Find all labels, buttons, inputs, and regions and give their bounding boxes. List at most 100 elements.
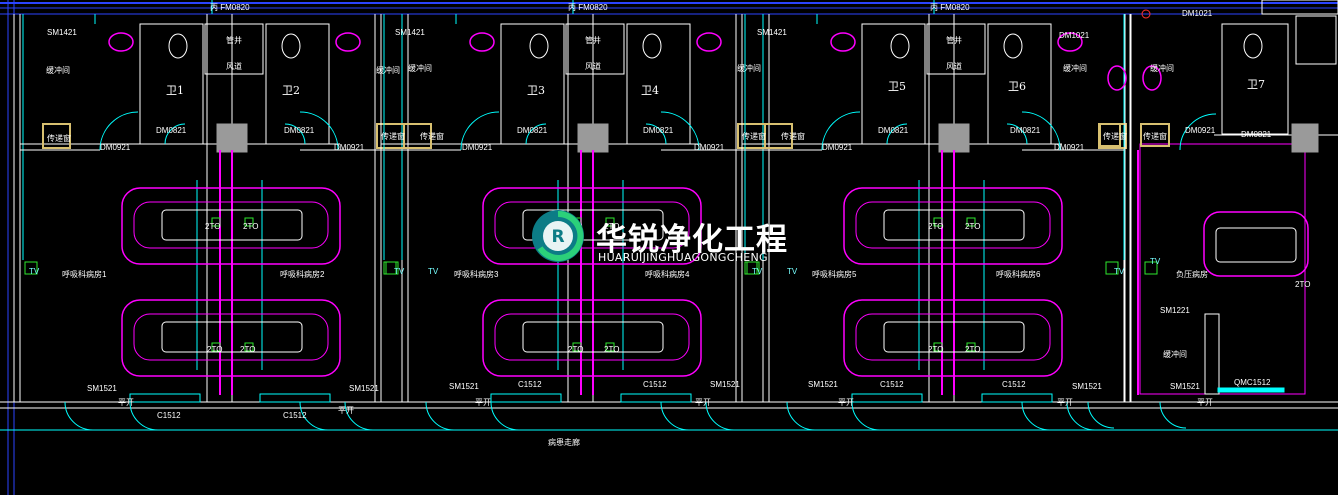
window-tag-c1512: C1512	[157, 411, 181, 420]
tv-outlet-icon	[1105, 261, 1119, 275]
tv-label: TV	[1114, 267, 1125, 276]
door-swing	[490, 401, 520, 431]
bed-zone	[843, 299, 1063, 377]
door-tag-dm0821: DM0821	[517, 126, 548, 135]
outlet-icon	[244, 342, 254, 352]
door-tag-dm0921: DM0921	[334, 143, 365, 152]
ward-label: 呼吸科病房1	[62, 270, 107, 279]
door-swing	[886, 123, 908, 145]
door-swing	[284, 123, 306, 145]
tv-label: TV	[787, 267, 798, 276]
outlet-icon	[244, 217, 254, 227]
washbasin-icon	[1107, 65, 1127, 91]
door-tag-fm0820: 丙 FM0820	[930, 3, 970, 12]
window-tag-qmc1512: QMC1512	[1234, 378, 1271, 387]
outlet-icon	[966, 217, 976, 227]
ward-label: 呼吸科病房2	[280, 270, 325, 279]
outlet-icon	[572, 342, 582, 352]
company-name-en: HUARUIJINGHUAGONGCHENG	[598, 251, 768, 264]
toilet-icon	[1003, 33, 1023, 59]
duct-block	[938, 123, 970, 153]
window-glazing	[620, 393, 692, 403]
washbasin-icon	[830, 32, 856, 52]
outlet-label: 2TO	[965, 222, 981, 231]
toilet-icon	[1243, 33, 1263, 59]
outlet-icon	[605, 217, 615, 227]
outlet-label: 2TO	[205, 222, 221, 231]
bed-outline	[133, 201, 329, 249]
door-mark-label: 平开	[1197, 398, 1213, 407]
window-glazing	[490, 393, 562, 403]
door-swing	[786, 401, 816, 431]
door-mark-label: 平开	[1057, 398, 1073, 407]
transfer-window-label: 传递窗	[781, 132, 805, 141]
door-swing	[99, 111, 139, 151]
window-tag-c1512: C1512	[880, 380, 904, 389]
bed-zone	[482, 187, 702, 265]
door-tag-sm1521: SM1521	[349, 384, 379, 393]
air-duct-label: 风道	[946, 62, 962, 71]
toilet-icon	[168, 33, 188, 59]
wall-rect	[1295, 15, 1337, 65]
bathroom-wall	[1221, 23, 1289, 135]
bed-frame	[161, 321, 303, 353]
bed-frame	[1215, 227, 1297, 263]
company-name-cn: 华锐净化工程	[596, 222, 788, 258]
buffer-room-label: 缓冲间	[408, 64, 432, 73]
shaft-label: 管井	[946, 36, 962, 45]
door-tag-dm0821: DM0821	[284, 126, 315, 135]
tv-label: TV	[752, 267, 763, 276]
bed-zone	[121, 299, 341, 377]
tv-outlet-icon	[1144, 261, 1158, 275]
bed-zone	[121, 187, 341, 265]
outlet-label: 2TO	[240, 345, 256, 354]
outlet-label: 2TO	[604, 222, 620, 231]
toilet-label: 卫5	[888, 80, 906, 93]
air-duct-label: 风道	[226, 62, 242, 71]
toilet-label: 卫2	[282, 84, 300, 97]
toilet-icon	[281, 33, 301, 59]
door-swing	[1066, 401, 1096, 431]
shaft-block	[565, 23, 625, 75]
door-swing	[1087, 401, 1115, 429]
outlet-icon	[933, 342, 943, 352]
buffer-room-label: 缓冲间	[1163, 350, 1187, 359]
window-glazing	[1217, 387, 1285, 393]
window-glazing	[981, 393, 1053, 403]
door-swing	[344, 401, 374, 431]
window-glazing	[851, 393, 923, 403]
outlet-label: 2TO	[1295, 280, 1311, 289]
door-tag-sm1421: SM1421	[47, 28, 77, 37]
door-tag-dm0921: DM0921	[1185, 126, 1216, 135]
door-tag-dm0821: DM0821	[1241, 130, 1272, 139]
tv-outlet-icon	[746, 261, 760, 275]
bed-outline	[855, 201, 1051, 249]
wall-rect	[1204, 313, 1220, 395]
shaft-block	[926, 23, 986, 75]
door-tag-sm1421: SM1421	[757, 28, 787, 37]
door-swing	[705, 401, 735, 431]
transfer-window-label: 传递窗	[742, 132, 766, 141]
door-swing	[299, 401, 329, 431]
door-swing	[64, 401, 94, 431]
outlet-label: 2TO	[928, 222, 944, 231]
ward-label: 呼吸科病房3	[454, 270, 499, 279]
door-tag-dm0821: DM0821	[643, 126, 674, 135]
buffer-room-label: 缓冲间	[737, 64, 761, 73]
outlet-label: 2TO	[568, 345, 584, 354]
door-mark-label: 平开	[695, 398, 711, 407]
bed-zone	[482, 299, 702, 377]
door-tag-sm1521: SM1521	[1170, 382, 1200, 391]
door-swing	[164, 123, 186, 145]
door-mark-label: 平开	[838, 398, 854, 407]
door-swing	[525, 123, 547, 145]
door-swing	[1021, 111, 1061, 151]
washbasin-icon	[469, 32, 495, 52]
transfer-window	[764, 123, 793, 149]
washbasin-icon	[696, 32, 722, 52]
tv-label: TV	[1150, 257, 1161, 266]
tv-label: TV	[29, 267, 40, 276]
shaft-label: 管井	[585, 36, 601, 45]
buffer-room-label: 缓冲间	[46, 66, 70, 75]
